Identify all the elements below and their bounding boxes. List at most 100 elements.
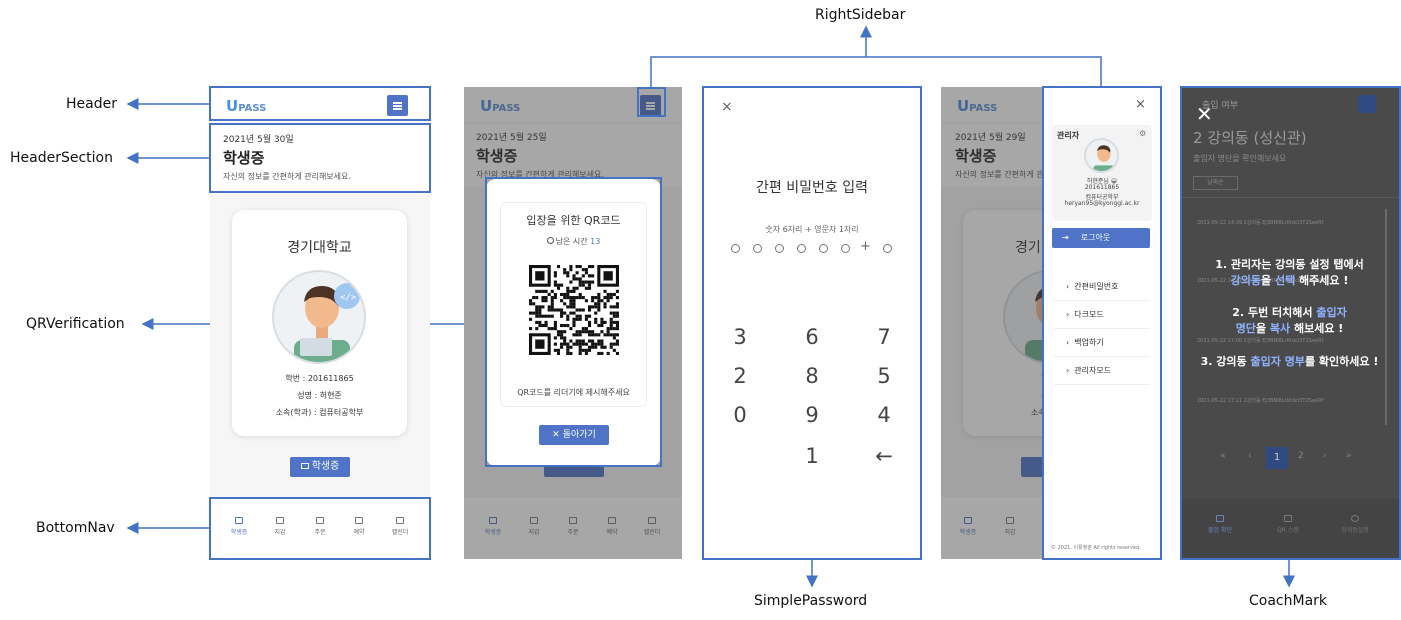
student-number: 학번 : 201611865: [285, 374, 354, 383]
menu-admin-mode[interactable]: › 관리자모드: [1054, 357, 1150, 385]
callout-bottom-nav: BottomNav: [36, 520, 115, 536]
id-card-icon: [964, 517, 972, 524]
nav-student-id[interactable]: 학생증: [953, 517, 983, 536]
nav-wallet[interactable]: 지갑: [519, 517, 549, 536]
student-id-button[interactable]: 학생증: [290, 457, 350, 477]
app-logo: UPASS: [226, 97, 267, 115]
coach-step-2: 2. 두번 터치해서 출입자 명단을 복사 해보세요 !: [1232, 306, 1347, 335]
menu-backup[interactable]: › 백업하기: [1054, 329, 1150, 357]
coach-step-3: 3. 강의동 출입자 명부를 확인하세요 !: [1200, 355, 1379, 368]
menu-highlight-box: [637, 87, 666, 117]
qr-highlight-box: [485, 177, 662, 467]
user-id: 201611865: [1084, 184, 1120, 191]
building-subtitle: 출입자 명단을 확인해보세요: [1193, 154, 1287, 163]
page-subtitle: 자신의 정보를 간편하게 관리해보세요.: [223, 172, 351, 181]
callout-qr-verification: QRVerification: [26, 316, 125, 332]
scrollbar[interactable]: [1385, 209, 1387, 425]
nav-wallet[interactable]: 지갑: [995, 517, 1025, 536]
backspace-key[interactable]: ←: [875, 444, 893, 468]
ticket-icon: [608, 517, 616, 524]
callout-simple-password: SimplePassword: [754, 593, 868, 609]
nav-student-id[interactable]: 학생증: [224, 517, 254, 536]
close-icon[interactable]: ×: [1135, 97, 1146, 112]
callout-coach-mark: CoachMark: [1249, 593, 1328, 609]
header-section-highlight-box: [209, 123, 431, 193]
calendar-icon: [396, 517, 404, 524]
close-icon[interactable]: ×: [721, 99, 733, 115]
nav-entry-check[interactable]: 출입 확인: [1200, 515, 1240, 534]
nav-reservation[interactable]: 예약: [597, 517, 627, 536]
key-9[interactable]: 9: [805, 403, 819, 427]
nav-wallet[interactable]: 지갑: [265, 517, 295, 536]
log-row: 2021-05-22 14:41 2강의동 EJ3BNI8LrKtdcl3T2S…: [1197, 278, 1324, 284]
page-title: 학생증: [476, 147, 518, 165]
nav-reservation[interactable]: 예약: [344, 517, 374, 536]
qr-modal: 입장을 위한 QR코드 남은 시간 13 QR코드를 리더기에 제시해주세요 ✕…: [486, 179, 661, 466]
pin-dot: [731, 244, 740, 253]
wallet-icon: [530, 517, 538, 524]
student-dept: 소속(학과) : 컴퓨터공학부: [275, 408, 364, 417]
date-text: 2021년 5월 25일: [476, 133, 547, 143]
wallet-icon: [276, 517, 284, 524]
simple-password-box: [702, 86, 922, 560]
log-row: 2021-05-22 17:00 2강의동 EJ3BNI8LrKtdcl3T2S…: [1197, 338, 1324, 344]
nav-order[interactable]: 주문: [558, 517, 588, 536]
page-next[interactable]: ›: [1323, 451, 1327, 461]
svg-text:</>: </>: [340, 293, 357, 303]
header-section: [210, 124, 430, 194]
pin-dot: [753, 244, 762, 253]
back-button[interactable]: ✕돌아가기: [539, 425, 609, 445]
logout-button[interactable]: ⇥로그아웃: [1052, 228, 1150, 248]
cart-icon: [316, 517, 324, 524]
screen-qr: UPASS 2021년 5월 25일 학생증 자신의 정보를 간편하게 관리해보…: [464, 87, 682, 559]
key-1[interactable]: 1: [805, 444, 819, 468]
page-2[interactable]: 2: [1298, 451, 1304, 461]
sort-filter[interactable]: 날짜순: [1193, 176, 1238, 190]
menu-button[interactable]: [1358, 95, 1376, 113]
page-subtitle: 자신의 정보를 간편하게 관리해보세요.: [476, 170, 604, 179]
university-name: 경기대학교: [287, 240, 352, 256]
gear-icon[interactable]: ⚙: [1139, 129, 1147, 138]
key-2[interactable]: 2: [733, 364, 747, 388]
menu-button[interactable]: [640, 95, 661, 116]
bottom-nav-highlight-box: [209, 497, 431, 560]
nav-qr-scan[interactable]: QR 스캔: [1268, 515, 1308, 534]
id-card-icon: [489, 517, 497, 524]
close-icon[interactable]: ✕: [1196, 102, 1213, 126]
nav-order[interactable]: 주문: [305, 517, 335, 536]
pin-dot: [819, 244, 828, 253]
pin-dot: [841, 244, 850, 253]
page-last[interactable]: »: [1346, 451, 1352, 461]
key-7[interactable]: 7: [877, 325, 891, 349]
nav-building-settings[interactable]: 강의동설정: [1335, 515, 1375, 534]
coach-step-1: 1. 관리자는 강의동 설정 탭에서 강의동을 선택 해주세요 !: [1215, 258, 1364, 287]
key-0[interactable]: 0: [733, 403, 747, 427]
camera-icon: [1284, 515, 1292, 522]
wallet-icon: [1006, 517, 1014, 524]
key-8[interactable]: 8: [805, 364, 819, 388]
profile-card: 관리자 ⚙ 허현준님 😀 201611865 컴퓨터공학부 heryan95@k…: [1052, 125, 1152, 221]
page-title: 학생증: [223, 149, 265, 167]
key-5[interactable]: 5: [877, 364, 891, 388]
key-6[interactable]: 6: [805, 325, 819, 349]
id-card-icon: [235, 517, 243, 524]
student-card: 경기대학교 </> 학번 : 201611865 성명 : 허현준 소속(학과)…: [232, 210, 407, 436]
nav-student-id[interactable]: 학생증: [478, 517, 508, 536]
page-prev[interactable]: ‹: [1248, 451, 1252, 461]
menu-simple-password[interactable]: › 간편비밀번호: [1054, 273, 1150, 301]
chevron-right-icon: ›: [1066, 310, 1070, 319]
nav-calendar[interactable]: 캘린더: [637, 517, 667, 536]
menu-dark-mode[interactable]: › 다크모드: [1054, 301, 1150, 329]
menu-button[interactable]: [387, 95, 408, 116]
nav-calendar[interactable]: 캘린더: [385, 517, 415, 536]
logout-icon: ⇥: [1062, 233, 1069, 242]
page-first[interactable]: «: [1220, 451, 1226, 461]
page-1[interactable]: 1: [1266, 447, 1288, 469]
key-3[interactable]: 3: [733, 325, 747, 349]
log-row: 2021-05-22 17:11 2강의동 EJ3BNI8LrKtdcl3T2S…: [1197, 398, 1324, 404]
callout-right-sidebar: RightSidebar: [815, 7, 906, 23]
key-4[interactable]: 4: [877, 403, 891, 427]
time-left: 남은 시간 13: [486, 236, 661, 247]
student-name: 성명 : 허현준: [297, 391, 342, 400]
coach-mark-box: [1180, 86, 1401, 560]
